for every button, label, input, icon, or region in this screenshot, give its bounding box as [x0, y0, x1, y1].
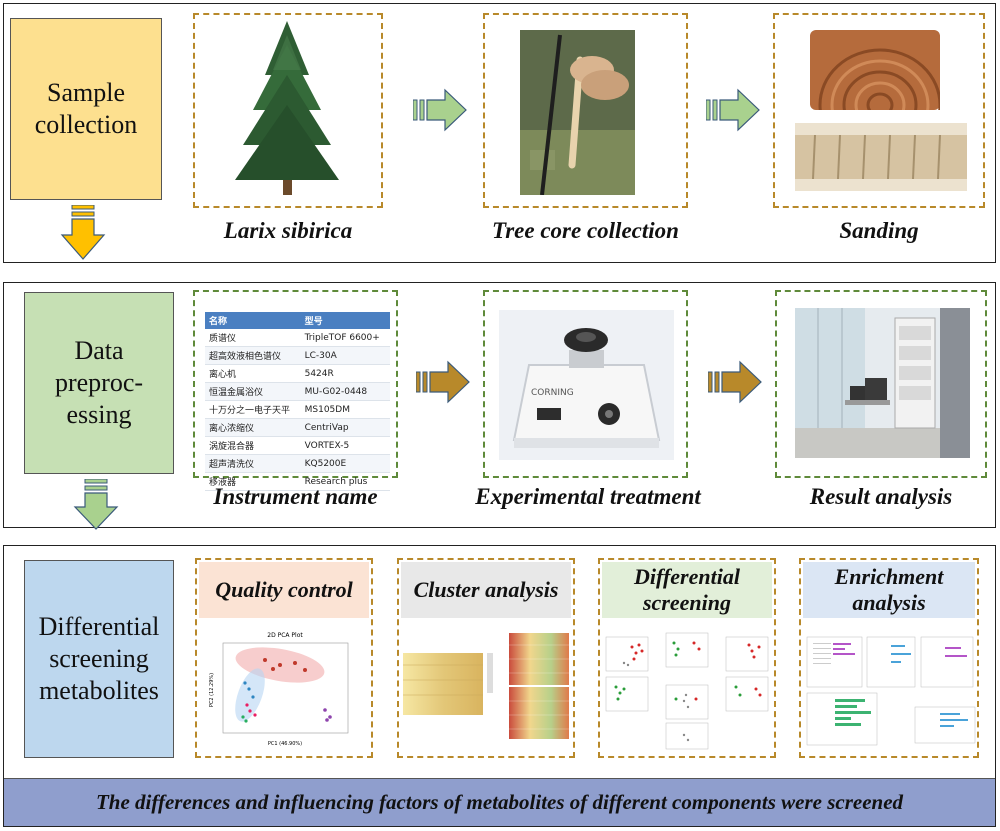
sample-collection-label: Sample collection [34, 78, 138, 139]
larix-tree-image [235, 21, 339, 195]
differential-header: Differential screening [602, 562, 772, 618]
differential-screening-box: Differential screening metabolites [24, 560, 174, 758]
instrument-name-cell: 质谱仪 [205, 329, 301, 347]
experimental-frame: CORNING [483, 290, 688, 478]
differential-title-line1: Differential [634, 564, 740, 589]
conclusion-text: The differences and influencing factors … [95, 790, 904, 814]
preproc-label-line2: preproc- [54, 368, 144, 397]
instrument-name-cell: 超高效液相色谱仪 [205, 346, 301, 365]
caption-instrument: Instrument name [213, 484, 378, 509]
instrument-model-cell: Research plus [300, 472, 390, 491]
diff-label-line2: screening [49, 644, 149, 673]
caption-tree-core: Tree core collection [492, 218, 679, 243]
instrument-name-cell: 超声清洗仪 [205, 454, 301, 473]
result-analysis-frame [775, 290, 987, 478]
table-header-model: 型号 [300, 312, 390, 329]
tree-core-photo [520, 30, 635, 195]
preproc-label-line3: essing [66, 400, 132, 429]
sanded-core-image [795, 123, 967, 191]
wood-rings-image [810, 30, 940, 110]
caption-sanding: Sanding [839, 218, 919, 243]
table-header-name: 名称 [205, 312, 301, 329]
quality-control-header: Quality control [199, 562, 369, 618]
instrument-name-cell: 涡旋混合器 [205, 436, 301, 455]
arrow-right-icon [706, 88, 760, 132]
lab-photo [795, 308, 970, 458]
arrow-down-icon [60, 205, 106, 260]
vortex-brand-label: CORNING [531, 388, 574, 398]
heatmap-image [403, 633, 569, 739]
conclusion-banner: The differences and influencing factors … [4, 778, 995, 826]
pca-ylabel: PC2 (12.29%) [209, 673, 215, 707]
instrument-model-cell: MS105DM [300, 400, 390, 419]
diff-label-line1: Differential [38, 612, 160, 641]
arrow-right-icon [708, 360, 762, 404]
differential-title-line2: screening [643, 590, 731, 615]
instrument-model-cell: TripleTOF 6600+ [300, 329, 390, 347]
differential-frame: Differential screening [598, 558, 776, 758]
cluster-analysis-frame: Cluster analysis [397, 558, 575, 758]
enrichment-header: Enrichment analysis [803, 562, 975, 618]
enrichment-title-line1: Enrichment [834, 564, 944, 589]
sample-collection-box: Sample collection [10, 18, 162, 200]
arrow-down-icon [73, 479, 119, 530]
cluster-analysis-header: Cluster analysis [401, 562, 571, 618]
quality-control-frame: Quality control 2D PCA Plot PC1 (46.90%)… [195, 558, 373, 758]
instrument-name-cell: 移液器 [205, 472, 301, 491]
instrument-model-cell: MU-G02-0448 [300, 382, 390, 401]
instrument-name-cell: 离心机 [205, 364, 301, 383]
arrow-right-icon [416, 360, 470, 404]
pca-xlabel: PC1 (46.90%) [268, 741, 302, 747]
enrichment-title-line2: analysis [852, 590, 926, 615]
enrichment-bar-plots [806, 636, 976, 746]
cluster-analysis-title: Cluster analysis [413, 577, 559, 602]
instrument-name-cell: 十万分之一电子天平 [205, 400, 301, 419]
preproc-label-line1: Data [74, 336, 124, 365]
larix-frame [193, 13, 383, 208]
volcano-plots [605, 632, 769, 750]
pca-title: 2D PCA Plot [267, 632, 303, 639]
arrow-right-icon [413, 88, 467, 132]
caption-result-analysis: Result analysis [809, 484, 953, 509]
instrument-model-cell: LC-30A [300, 346, 390, 365]
sanding-frame [773, 13, 985, 208]
data-preprocessing-box: Data preproc- essing [24, 292, 174, 474]
instrument-model-cell: 5424R [300, 364, 390, 383]
instrument-model-cell: CentriVap [300, 418, 390, 437]
instrument-name-cell: 离心浓缩仪 [205, 418, 301, 437]
enrichment-frame: Enrichment analysis [799, 558, 979, 758]
diff-label-line3: metabolites [39, 676, 159, 705]
pca-plot: 2D PCA Plot PC1 (46.90%) PC2 (12.29%) [209, 632, 349, 747]
vortex-mixer-image: CORNING [499, 310, 674, 460]
instrument-model-cell: KQ5200E [300, 454, 390, 473]
tree-core-frame [483, 13, 688, 208]
instrument-name-cell: 恒温金属浴仪 [205, 382, 301, 401]
caption-experimental: Experimental treatment [475, 484, 701, 509]
quality-control-title: Quality control [215, 577, 353, 602]
instrument-model-cell: VORTEX-5 [300, 436, 390, 455]
caption-larix: Larix sibirica [223, 218, 353, 243]
